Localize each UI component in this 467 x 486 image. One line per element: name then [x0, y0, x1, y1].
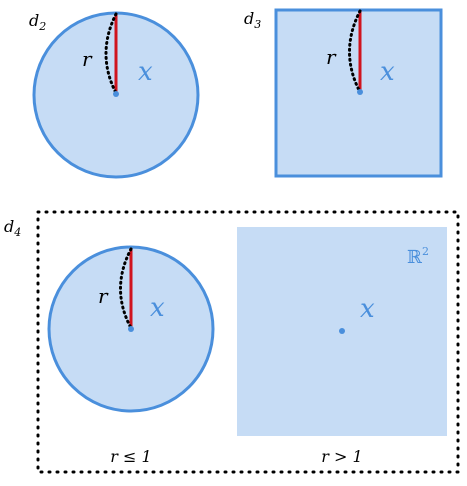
d4-plane-center-point — [339, 328, 345, 334]
panel-d2-label: d2 — [29, 11, 46, 33]
panel-d3: d3 r x — [244, 8, 443, 178]
d3-radius-arc — [348, 9, 362, 94]
d4-right-caption: r > 1 — [321, 447, 362, 466]
d4-radius-arc — [119, 247, 133, 330]
d4-left-caption: r ≤ 1 — [110, 447, 151, 466]
panel-d4: d4 r x r ≤ 1 ℝ2 x r > 1 — [4, 210, 460, 474]
d2-x-label: x — [138, 57, 153, 87]
d2-center-point — [113, 91, 119, 97]
d4-center-point — [128, 326, 134, 332]
panel-d2: d2 r x — [29, 11, 200, 179]
d3-x-label: x — [380, 57, 395, 87]
d4-plane-x-label: x — [360, 294, 375, 324]
d4-frame — [36, 210, 460, 474]
d3-center-point — [357, 89, 363, 95]
d3-r-label: r — [326, 45, 337, 69]
d2-radius-arc — [104, 12, 118, 95]
panel-d3-label: d3 — [244, 9, 261, 31]
d4-left-case: r x r ≤ 1 — [47, 245, 215, 466]
panel-d4-label: d4 — [4, 217, 21, 239]
d2-r-label: r — [82, 47, 93, 71]
d4-r-label: r — [98, 284, 109, 308]
d4-x-label: x — [150, 293, 165, 323]
d4-plane-label: ℝ2 — [407, 245, 429, 268]
d4-right-case: ℝ2 x r > 1 — [237, 227, 447, 466]
